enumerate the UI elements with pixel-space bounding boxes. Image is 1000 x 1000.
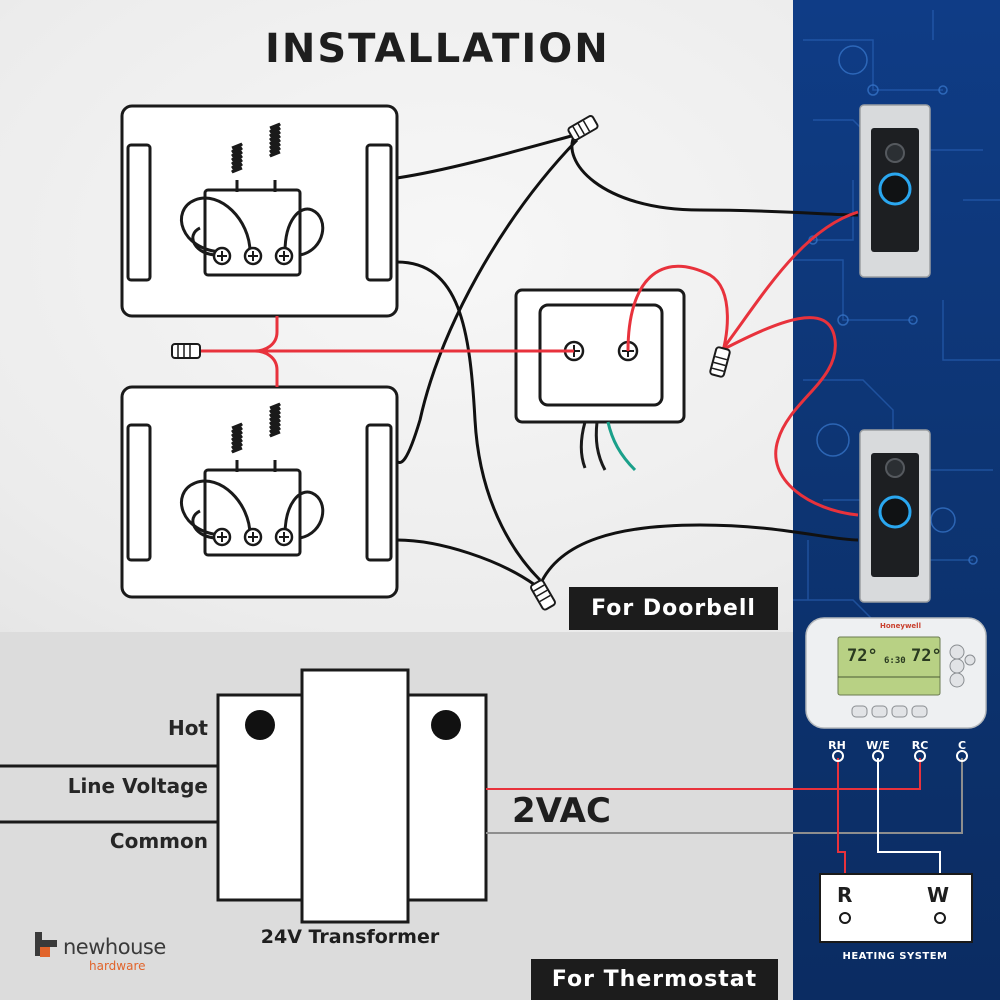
thermostat-display-time: 6:30	[884, 656, 906, 666]
doorbell-section-label: For Doorbell	[569, 587, 778, 630]
common-label: Common	[109, 829, 208, 853]
thermostat-section-label: For Thermostat	[531, 959, 778, 1000]
thermostat-device	[805, 617, 987, 729]
wire-nut-icon	[171, 343, 201, 359]
spring-icon	[231, 422, 243, 454]
thermostat-set-temp: 72°	[911, 646, 942, 666]
logo-subtitle: hardware	[89, 959, 146, 973]
thermostat-display-temp: 72°	[847, 646, 878, 666]
spring-icon	[231, 142, 243, 174]
page-title: INSTALLATION	[265, 26, 610, 72]
heating-terminal-w: W	[927, 883, 950, 907]
video-doorbell-bottom	[859, 429, 931, 603]
newhouse-logo-icon	[35, 932, 57, 957]
terminal-label-we: W/E	[866, 739, 890, 752]
transformer-24v	[216, 668, 488, 924]
heating-system-box	[819, 873, 973, 943]
chime-box-top	[120, 104, 399, 318]
heating-system-label: HEATING SYSTEM	[842, 951, 948, 962]
line-voltage-label: Line Voltage	[67, 774, 208, 798]
heating-terminal-r: R	[837, 883, 853, 907]
chime-box-bottom	[120, 385, 399, 599]
wire-nut-icon	[530, 579, 556, 611]
hot-label: Hot	[167, 716, 208, 740]
spring-icon	[269, 122, 281, 158]
wire-nut-icon	[709, 346, 731, 378]
output-voltage-label: 2VAC	[512, 791, 611, 831]
terminal-label-rh: RH	[828, 739, 846, 752]
spring-icon	[269, 402, 281, 438]
video-doorbell-top	[859, 104, 931, 278]
terminal-label-c: C	[957, 739, 967, 752]
terminal-label-rc: RC	[911, 739, 929, 752]
transformer-plate	[514, 288, 686, 424]
transformer-label: 24V Transformer	[260, 926, 440, 948]
logo-name: newhouse	[63, 935, 166, 959]
thermostat-brand: Honeywell	[880, 622, 921, 630]
wire-nut-icon	[567, 115, 599, 141]
